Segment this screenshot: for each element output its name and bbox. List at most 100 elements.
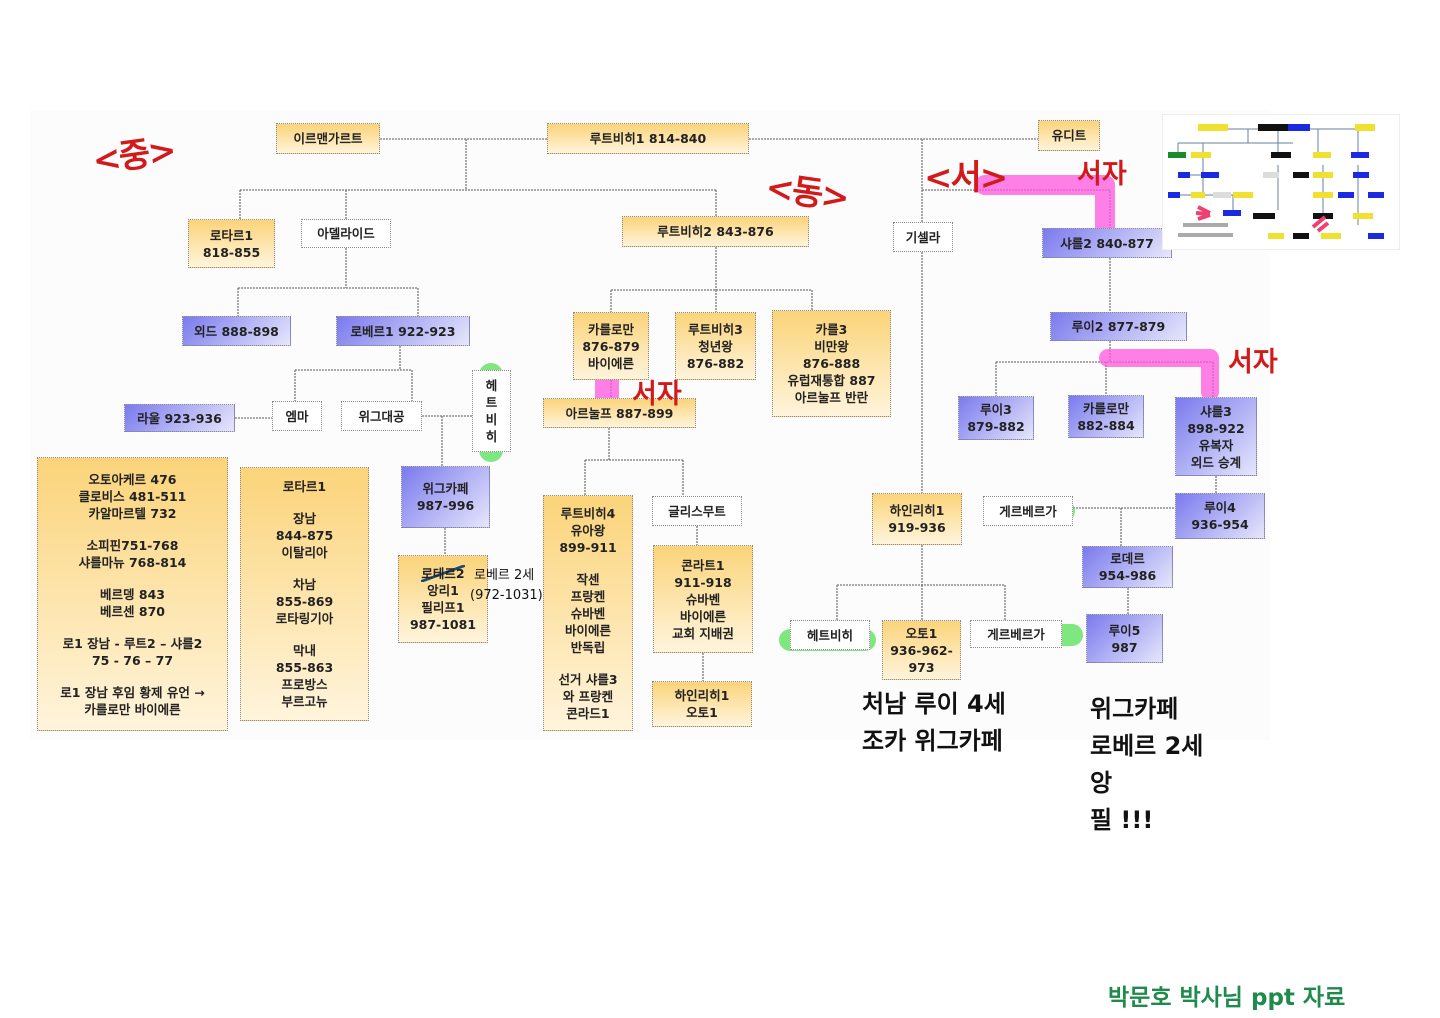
node-text: 987 xyxy=(1111,639,1138,655)
node-text: 이르맨가르트 xyxy=(293,131,363,146)
note-line: 앙 xyxy=(1090,769,1113,797)
node-gerberga-top: 게르베르가 xyxy=(983,496,1073,526)
node-text: 936-962- xyxy=(890,642,953,658)
node-text: 클로비스 481-511 xyxy=(78,488,187,504)
note-line: 필 !!! xyxy=(1090,806,1154,834)
node-text: 와 프랑켄 xyxy=(562,688,614,704)
illegitimate-label: 서자 xyxy=(1228,347,1278,378)
node-text: 비 xyxy=(485,412,498,427)
node-text: 트 xyxy=(485,395,498,410)
node-ludwig2: 루트비히2 843-876 xyxy=(622,216,809,247)
node-text: 비만왕 xyxy=(814,339,849,354)
node-text: 막내 xyxy=(292,643,316,658)
node-text: 샤를마뉴 768-814 xyxy=(78,554,187,570)
node-text: 898-922 xyxy=(1187,420,1245,436)
node-text: 샤를3 xyxy=(1200,403,1232,419)
node-text: 911-918 xyxy=(674,574,732,590)
node-text: 히 xyxy=(485,429,498,444)
node-text: 프랑켄 xyxy=(570,588,606,604)
node-text: 슈바벤 xyxy=(685,591,721,607)
node-text: 75 - 76 – 77 xyxy=(91,652,174,668)
node-text: 외드 승계 xyxy=(1190,454,1242,470)
node-text: 위그카페 xyxy=(422,481,469,496)
node-text: 게르베르가 xyxy=(999,503,1057,519)
node-text: 샤를2 840-877 xyxy=(1060,235,1154,251)
thumbnail-image xyxy=(1168,124,1384,239)
node-louis2: 루이2 877-879 xyxy=(1050,312,1187,341)
node-robert1: 로베르1 922-923 xyxy=(336,316,470,346)
node-text: 카를로만 xyxy=(587,321,634,337)
node-text: 987-1081 xyxy=(409,617,477,632)
node-text: 루트비히1 814-840 xyxy=(589,131,707,146)
node-hedwig-b: 헤트비히 xyxy=(790,620,870,650)
node-text: 876-888 xyxy=(802,356,861,371)
node-text: 844-875 xyxy=(275,528,334,543)
node-text: 로베르1 922-923 xyxy=(350,323,456,339)
node-text: 엠마 xyxy=(285,408,309,424)
node-text: 차남 xyxy=(292,577,316,592)
node-text: 오토1 xyxy=(905,625,938,641)
node-odo: 외드 888-898 xyxy=(182,316,291,346)
note-line: 위그카페 xyxy=(1090,695,1179,723)
node-text: 936-954 xyxy=(1191,517,1249,532)
node-text: 818-855 xyxy=(202,244,261,260)
node-text: 베르센 870 xyxy=(100,603,165,619)
node-text: 954-986 xyxy=(1098,568,1157,583)
node-arnulf: 아르눌프 887-899 xyxy=(543,398,696,428)
node-text: 카를로만 바이에른 xyxy=(84,701,181,717)
node-text: 소피핀751-768 xyxy=(86,537,179,553)
node-raoul: 라울 923-936 xyxy=(124,404,235,432)
node-text: 이탈리아 xyxy=(281,545,328,560)
node-text: 루이2 877-879 xyxy=(1071,319,1166,334)
node-text: 부르고뉴 xyxy=(281,694,328,709)
node-text: 게르베르가 xyxy=(987,626,1045,642)
node-text: 외드 888-898 xyxy=(194,323,279,339)
node-text: 교회 지배권 xyxy=(672,625,734,641)
node-text: 위그대공 xyxy=(358,408,405,424)
node-text: 글리스무트 xyxy=(668,503,726,519)
node-text: 973 xyxy=(908,659,935,675)
node-text: 오토1 xyxy=(686,705,718,720)
node-text: 슈바벤 xyxy=(570,605,606,621)
note-line: 처남 루이 4세 xyxy=(862,690,1006,718)
node-lothaire: 로데르 954-986 xyxy=(1082,546,1173,588)
node-text: 청년왕 xyxy=(698,338,733,354)
node-ludwig1: 루트비히1 814-840 xyxy=(547,123,749,154)
node-text: 876-882 xyxy=(686,355,745,371)
illegitimate-label: 서자 xyxy=(632,379,682,410)
node-text: 876-879 xyxy=(582,338,640,354)
node-text: 바이에른 xyxy=(587,355,634,371)
robert2-note: 로베르 2세 (972-1031) xyxy=(470,566,543,606)
node-text: 로타르1 xyxy=(209,227,254,243)
node-text: 라울 923-936 xyxy=(137,410,222,426)
node-text: 하인리히1 xyxy=(674,688,730,703)
node-text: 콘라트1 xyxy=(681,557,725,573)
node-text: 카를로만 xyxy=(1082,400,1129,416)
node-text: 로데르 xyxy=(1110,551,1145,566)
west-kingdom-label: <서> xyxy=(924,158,1008,198)
node-text: 855-863 xyxy=(275,660,334,675)
node-text: 작센 xyxy=(576,571,600,587)
node-gerberga-b: 게르베르가 xyxy=(970,620,1062,648)
node-hugh-capet: 위그카페 987-996 xyxy=(401,466,490,528)
node-text: 987-996 xyxy=(416,498,475,513)
node-heinrich-otto: 하인리히1 오토1 xyxy=(652,681,752,727)
node-text: 헤트비히 xyxy=(806,627,853,643)
node-text: 유럽재통합 887 xyxy=(787,373,876,388)
node-judith: 유디트 xyxy=(1038,120,1100,151)
node-text: 프로방스 xyxy=(281,677,328,692)
node-text: 헤 xyxy=(485,378,498,393)
node-text: 로1 장남 - 루트2 – 샤를2 xyxy=(62,635,203,651)
node-text: 로테르2 xyxy=(421,565,465,582)
node-text: 앙리1 xyxy=(427,583,459,598)
note-left: 처남 루이 4세 조카 위그카페 xyxy=(862,686,1006,760)
